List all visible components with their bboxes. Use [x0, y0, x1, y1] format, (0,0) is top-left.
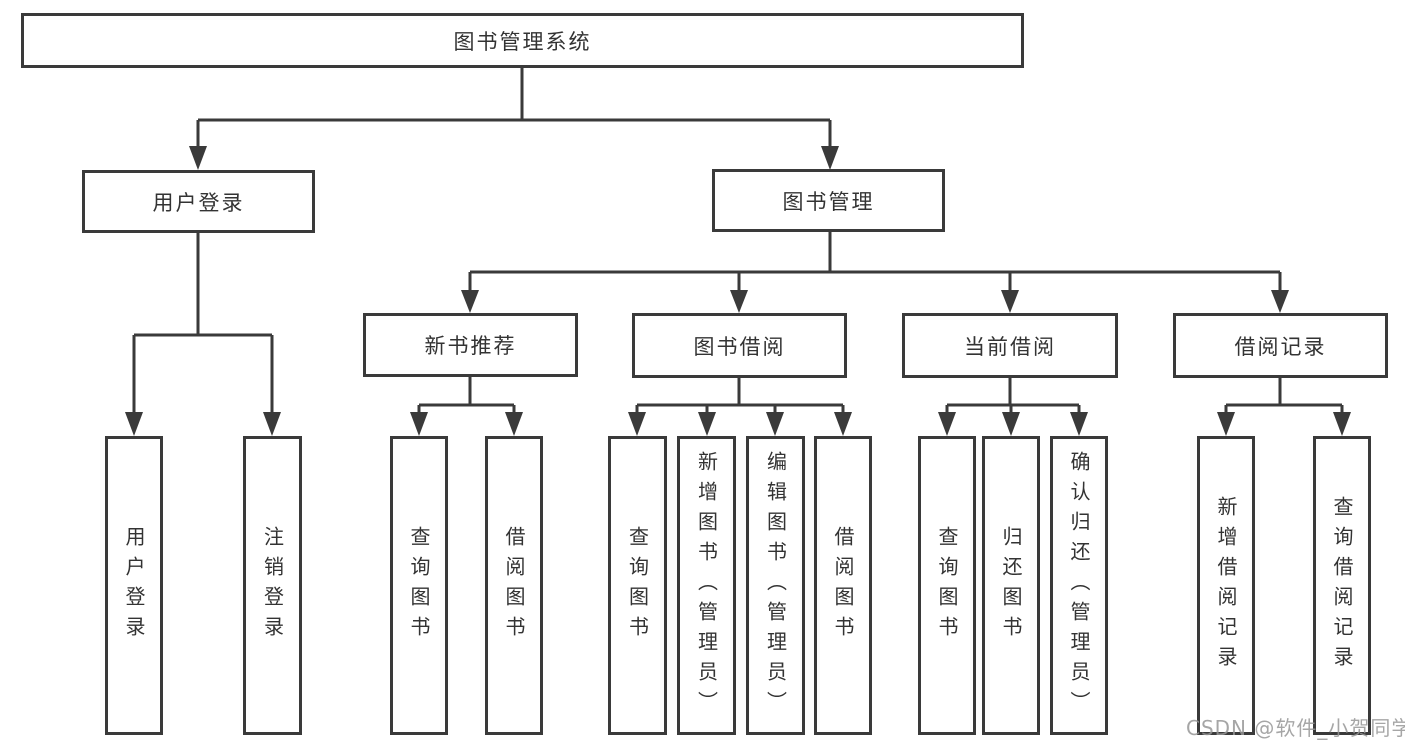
leaf-add-borrow-record: 新增借阅记录 [1197, 436, 1255, 735]
leaf-label: 归还图书 [999, 525, 1023, 646]
leaf-label: 注销登录 [260, 525, 285, 646]
node-label: 新书推荐 [424, 334, 517, 358]
leaf-borrow-books: 借阅图书 [814, 436, 872, 735]
leaf-confirm-return-admin: 确认归还（管理员） [1050, 436, 1108, 735]
leaf-label: 用户登录 [122, 525, 146, 646]
arrowhead-icons [125, 146, 1351, 436]
node-label: 图书管理 [782, 189, 875, 214]
node-label: 图书管理系统 [453, 29, 592, 54]
leaf-label: 借阅图书 [831, 525, 855, 646]
leaf-label: 查询图书 [935, 525, 959, 646]
leaf-query-borrow-record: 查询借阅记录 [1313, 436, 1371, 735]
node-label: 当前借阅 [964, 334, 1056, 359]
node-user-login: 用户登录 [82, 170, 315, 233]
node-library-management-system: 图书管理系统 [21, 13, 1024, 68]
leaf-logout: 注销登录 [243, 436, 302, 735]
leaf-user-login: 用户登录 [105, 436, 163, 735]
leaf-query-books-recommend: 查询图书 [390, 436, 448, 735]
leaf-label: 新增图书（管理员） [694, 450, 719, 721]
leaf-label: 查询图书 [625, 525, 650, 646]
node-label: 图书借阅 [693, 334, 786, 359]
node-book-management: 图书管理 [712, 169, 945, 232]
leaf-edit-book-admin: 编辑图书（管理员） [746, 436, 805, 735]
node-borrowing-records: 借阅记录 [1173, 313, 1388, 378]
leaf-query-books-borrowing: 查询图书 [608, 436, 667, 735]
leaf-return-book: 归还图书 [982, 436, 1040, 735]
leaf-label: 查询图书 [407, 525, 431, 646]
node-label: 用户登录 [152, 190, 245, 215]
node-new-book-recommend: 新书推荐 [363, 313, 578, 377]
node-current-borrowing: 当前借阅 [902, 313, 1118, 378]
leaf-label: 查询借阅记录 [1330, 495, 1354, 676]
node-book-borrowing: 图书借阅 [632, 313, 847, 378]
leaf-add-book-admin: 新增图书（管理员） [677, 436, 736, 735]
leaf-label: 确认归还（管理员） [1067, 450, 1091, 721]
leaf-label: 新增借阅记录 [1214, 495, 1238, 676]
leaf-query-books-current: 查询图书 [918, 436, 976, 735]
leaf-borrow-books-recommend: 借阅图书 [485, 436, 543, 735]
leaf-label: 编辑图书（管理员） [763, 450, 788, 721]
csdn-watermark: CSDN @软件_小贺同学 [1186, 716, 1405, 740]
node-label: 借阅记录 [1234, 334, 1327, 359]
leaf-label: 借阅图书 [502, 525, 526, 646]
connector-paths [132, 68, 1344, 415]
